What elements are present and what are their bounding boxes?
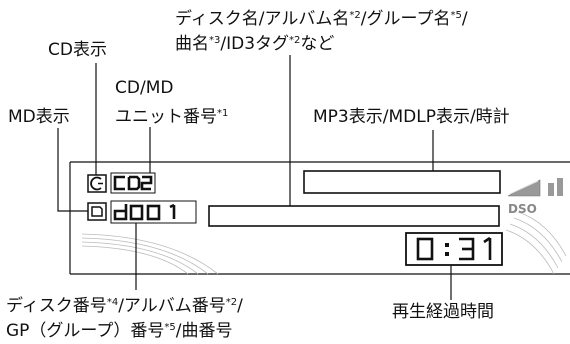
leader-lines (57, 55, 452, 300)
dso-text: DSO (508, 202, 537, 216)
cd-indicator-label: CD表示 (48, 40, 107, 60)
cdmd-unit-label-line2: ユニット番号*1 (115, 107, 229, 127)
level-meter-graphic (507, 178, 563, 197)
display-frame (69, 161, 570, 275)
unit-number-display (110, 172, 156, 194)
md-indicator-label: MD表示 (8, 107, 70, 127)
mp3-indicator-label: MP3表示/MDLP表示/時計 (313, 107, 510, 127)
disc-number-label-line1: ディスク番号*4/アルバム番号*2/ (6, 296, 243, 316)
md-indicator-leader (57, 128, 88, 212)
disc-number-label-line2: GP（グループ）番号*5/曲番号 (6, 321, 233, 341)
elapsed-time-label: 再生経過時間 (392, 302, 494, 322)
cd-indicator-icon (87, 174, 107, 193)
disc-name-display-field (208, 205, 500, 227)
decorative-arcs (81, 211, 567, 275)
disc-name-label-line2: 曲名*3/ID3タグ*2など (175, 34, 335, 54)
disc-name-label-line1: ディスク名/アルバム名*2/グループ名*5/ (175, 9, 468, 29)
disc-number-display (110, 200, 197, 224)
elapsed-time-display (405, 232, 503, 266)
mp3-mdlp-display-field (303, 170, 501, 194)
cdmd-unit-label-line1: CD/MD (115, 78, 174, 98)
md-indicator-icon (87, 202, 107, 221)
